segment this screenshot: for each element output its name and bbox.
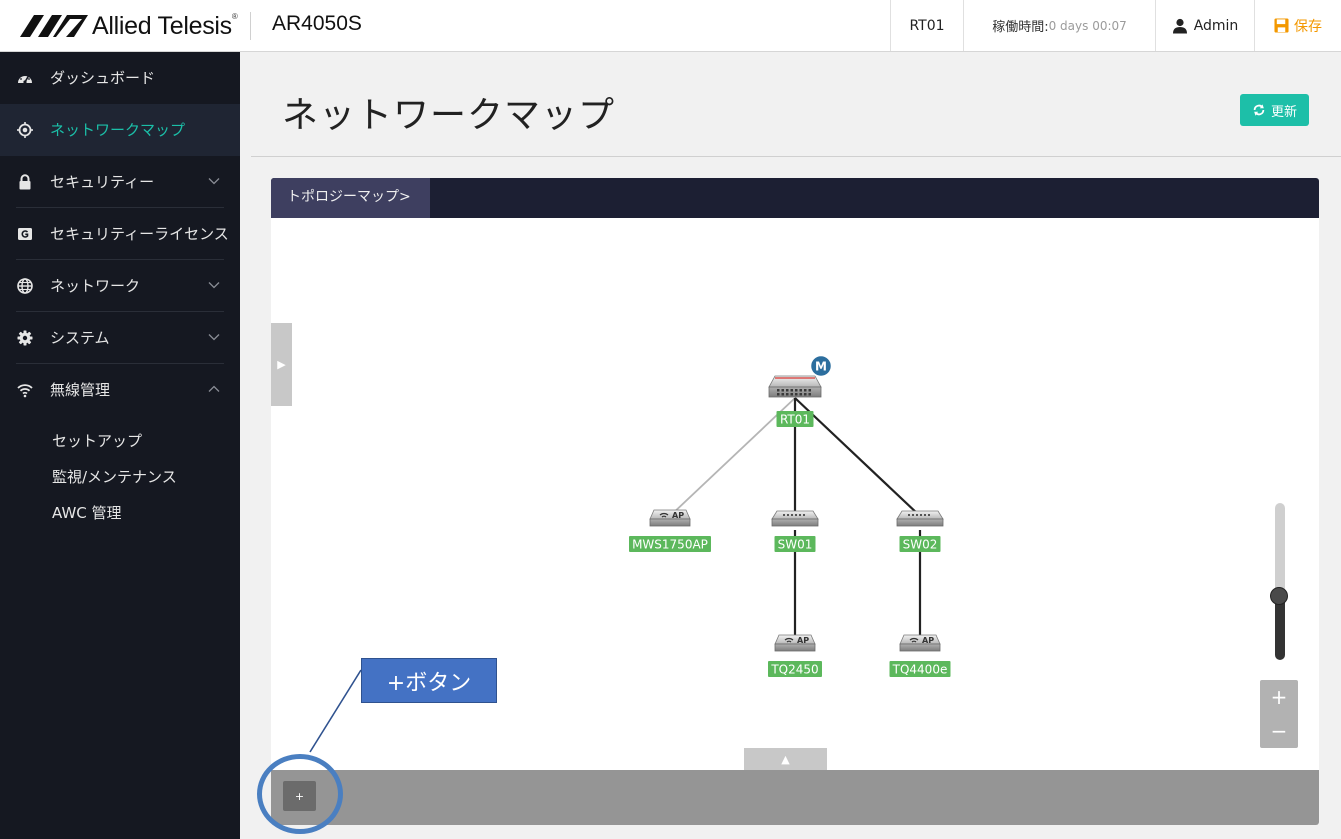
access-point-icon: [649, 509, 691, 527]
dashboard-icon: [18, 74, 32, 84]
master-badge: M: [809, 354, 833, 378]
device-model: AR4050S: [272, 12, 362, 35]
side-panel-toggle[interactable]: ▶: [271, 323, 292, 406]
title-divider: [251, 156, 1341, 157]
bottom-panel-toggle[interactable]: ▲: [744, 748, 827, 770]
sidebar-item-label: システム: [50, 329, 110, 347]
zoom-controls: + −: [1260, 680, 1298, 748]
uptime-label: 稼働時間:: [992, 20, 1049, 35]
refresh-icon: [1253, 104, 1265, 116]
sidebar: ダッシュボード ネットワークマップ セキュリティー セキュリティーライセンス: [0, 52, 240, 839]
node-label: RT01: [780, 413, 810, 427]
bottom-toolbar: +: [271, 770, 1319, 825]
page-title: ネットワークマップ: [282, 95, 616, 136]
top-header: Allied Telesis® AR4050S RT01 稼働時間:0 days…: [0, 0, 1341, 52]
callout-highlight-circle: [257, 754, 343, 834]
sidebar-item-label: ネットワーク: [50, 277, 141, 295]
router-icon: [768, 375, 822, 398]
topology-node-mws1750ap[interactable]: MWS1750AP: [629, 509, 711, 552]
gear-icon: [17, 330, 33, 346]
sidebar-item-dashboard[interactable]: ダッシュボード: [0, 52, 240, 104]
node-label: TQ2450: [770, 663, 818, 677]
globe-icon: [17, 278, 33, 294]
switch-icon: [896, 510, 944, 527]
lock-icon: [19, 174, 31, 190]
sidebar-item-system[interactable]: システム: [0, 312, 240, 364]
target-icon: [17, 122, 33, 138]
brand-name: Allied Telesis®: [92, 11, 238, 40]
tab-topology-map[interactable]: トポロジーマップ>: [271, 178, 430, 218]
sidebar-subitem-setup[interactable]: セットアップ: [52, 432, 143, 450]
license-icon: [18, 228, 32, 240]
callout-label: +ボタン: [361, 658, 497, 703]
chevron-down-icon: [208, 178, 220, 185]
sidebar-subitem-monitoring[interactable]: 監視/メンテナンス: [52, 468, 177, 486]
sidebar-item-label: ダッシュボード: [50, 69, 156, 87]
brand-logo[interactable]: Allied Telesis®: [20, 11, 238, 40]
chevron-down-icon: [208, 334, 220, 341]
sidebar-item-network-map[interactable]: ネットワークマップ: [0, 104, 240, 156]
zoom-slider[interactable]: [1275, 503, 1285, 660]
zoom-slider-handle[interactable]: [1270, 587, 1288, 605]
topology-link-rt01-sw02: [794, 397, 921, 517]
node-label-background: [776, 411, 814, 427]
topology-node-rt01[interactable]: RT01: [768, 375, 822, 427]
sidebar-subitem-awc[interactable]: AWC 管理: [52, 504, 122, 522]
wifi-icon: [17, 384, 33, 398]
node-label-background: [774, 536, 816, 552]
chevron-up-icon: [208, 385, 220, 392]
node-label-background: [889, 661, 951, 677]
zoom-out-button[interactable]: −: [1270, 719, 1288, 743]
node-label-background: [629, 536, 711, 552]
sidebar-item-wireless[interactable]: 無線管理: [0, 364, 240, 416]
topology-link-rt01-mws1750ap: [669, 397, 796, 517]
sidebar-item-label: ネットワークマップ: [50, 121, 186, 139]
user-icon: [1172, 18, 1187, 33]
save-icon: [1274, 18, 1289, 33]
header-divider: [250, 12, 251, 40]
zoom-in-button[interactable]: +: [1270, 685, 1288, 709]
node-label: SW01: [778, 538, 813, 552]
panel-header: トポロジーマップ>: [271, 178, 1319, 218]
uptime-value: 0 days 00:07: [1048, 18, 1127, 33]
sidebar-item-security[interactable]: セキュリティー: [0, 156, 240, 208]
sidebar-item-label: セキュリティー: [50, 173, 155, 191]
topology-node-sw01[interactable]: SW01: [771, 510, 819, 552]
node-label: TQ4400e: [892, 663, 948, 677]
master-badge-label: M: [815, 360, 827, 374]
node-label: SW02: [903, 538, 938, 552]
sidebar-item-network[interactable]: ネットワーク: [0, 260, 240, 312]
uptime-display: 稼働時間:0 days 00:07: [963, 0, 1155, 51]
save-button[interactable]: 保存: [1254, 0, 1341, 51]
refresh-label: 更新: [1270, 104, 1297, 120]
brand-logo-mark: [20, 15, 88, 37]
save-label: 保存: [1294, 18, 1322, 35]
sidebar-item-label: 無線管理: [50, 381, 111, 399]
access-point-icon: [774, 634, 816, 652]
topology-node-sw02[interactable]: SW02: [896, 510, 944, 552]
topology-node-tq2450[interactable]: TQ2450: [768, 634, 822, 677]
access-point-icon: [899, 634, 941, 652]
sidebar-item-label: セキュリティーライセンス: [50, 225, 229, 243]
topology-node-tq4400e[interactable]: TQ4400e: [889, 634, 951, 677]
node-label-background: [899, 536, 941, 552]
refresh-button[interactable]: 更新: [1240, 94, 1309, 126]
sidebar-item-security-license[interactable]: セキュリティーライセンス: [0, 208, 240, 260]
switch-icon: [771, 510, 819, 527]
node-label: MWS1750AP: [632, 538, 708, 552]
chevron-down-icon: [208, 282, 220, 289]
user-name: Admin: [1193, 17, 1239, 34]
user-menu[interactable]: Admin: [1155, 0, 1254, 51]
hostname-display: RT01: [890, 0, 963, 51]
node-label-background: [768, 661, 822, 677]
